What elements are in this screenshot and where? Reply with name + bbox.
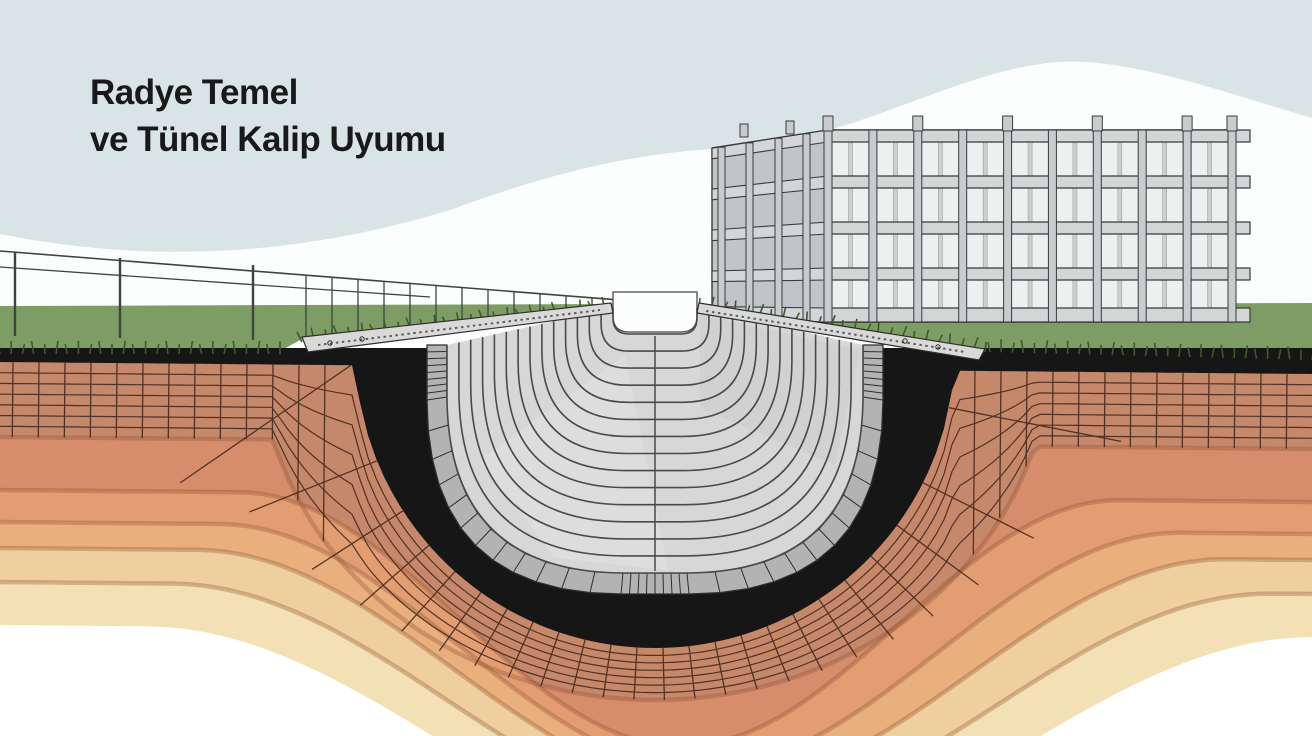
soil-band-edge	[0, 545, 1312, 736]
roof-column-stub	[1181, 115, 1193, 132]
roof-column-stub	[785, 120, 795, 135]
tunnel	[426, 272, 884, 595]
grass-left	[0, 304, 617, 351]
stamp-ring-mark	[359, 336, 365, 342]
stamp-ring-mark	[902, 338, 908, 344]
building-column	[1182, 129, 1192, 323]
building-column	[913, 129, 923, 323]
building-column	[1137, 129, 1147, 323]
soil-band-edge	[0, 487, 1312, 736]
brick-grid	[0, 362, 1312, 700]
title-line-2: ve Tünel Kalip Uyumu	[90, 119, 446, 159]
roof-column-stub	[912, 115, 924, 132]
building-column	[1047, 129, 1057, 323]
building	[711, 115, 1251, 333]
tunnel-edge-bands	[301, 302, 986, 361]
tunnel-dark-shade	[700, 315, 860, 465]
soil-cross-section	[0, 348, 1312, 736]
roof-column-stub	[1002, 115, 1014, 132]
building-column	[823, 129, 833, 323]
soil-band	[0, 625, 1312, 736]
building-side-slab	[711, 267, 829, 283]
building-side-column	[802, 133, 811, 322]
stamp-ring-mark	[327, 340, 333, 346]
tunnel-lining-rings	[446, 308, 864, 574]
roof-column-stub	[739, 123, 749, 138]
soil-band-edge	[0, 579, 1312, 736]
illustration-title: Radye Temel ve Tünel Kalip Uyumu	[90, 70, 446, 163]
edge-band-right	[696, 302, 986, 361]
building-side-column	[774, 137, 783, 321]
building-column	[1227, 129, 1237, 323]
tunnel-portal-sky	[605, 272, 705, 294]
stamp-ring-mark	[935, 344, 941, 350]
soil-band-edge	[0, 519, 1312, 736]
building-column	[1092, 129, 1102, 323]
roof-column-stub	[1091, 115, 1103, 132]
edge-band-left	[301, 302, 614, 353]
roof-column-stub	[822, 115, 834, 132]
roof-column-stub	[1226, 115, 1238, 132]
tunnel-segment-ticks	[426, 344, 884, 595]
soil-band-edge	[0, 434, 1312, 703]
building-side-column	[717, 146, 726, 320]
building-side-column	[745, 142, 754, 321]
formwork-stamp-marks-right	[705, 310, 966, 353]
building-column	[1003, 129, 1013, 323]
title-line-1: Radye Temel	[90, 73, 298, 112]
fence-rail-top	[0, 250, 646, 303]
tunnel-portal-opening	[612, 291, 698, 333]
building-column	[958, 129, 968, 323]
building-column	[868, 129, 878, 323]
